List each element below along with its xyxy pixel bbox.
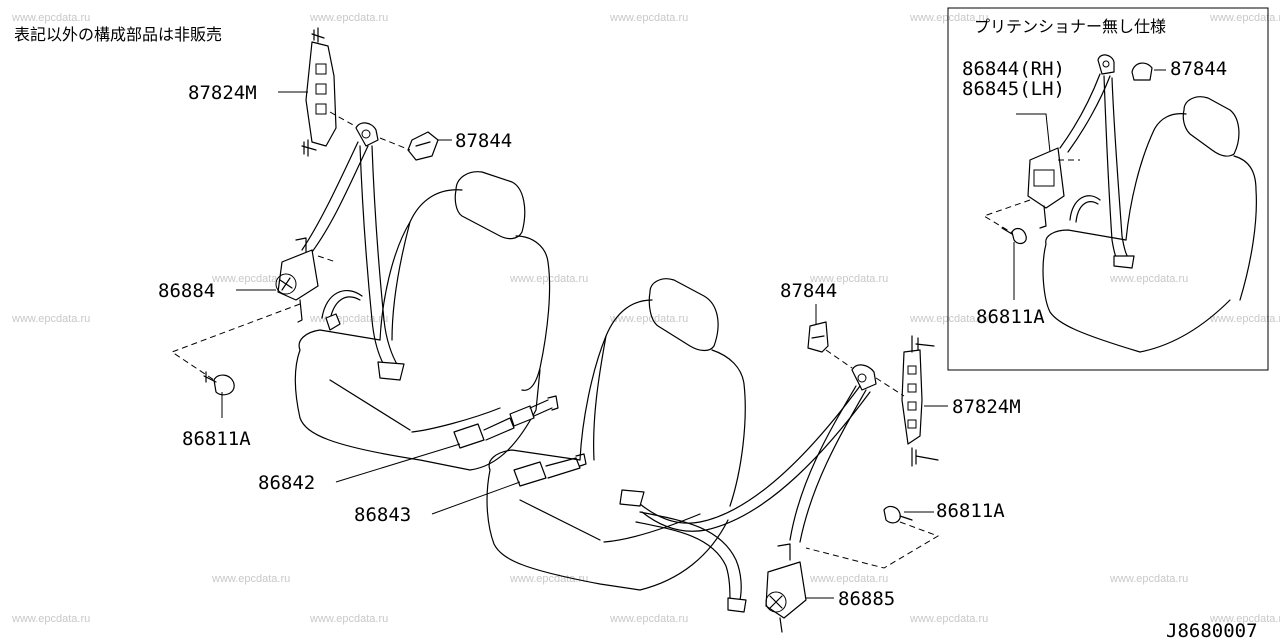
label-86843: 86843 [354,504,411,526]
watermark: www.epcdata.ru [609,12,688,24]
label-87844-top: 87844 [455,130,512,152]
right-seat [486,278,746,591]
watermark: www.epcdata.ru [309,313,388,325]
watermark: www.epcdata.ru [211,573,290,585]
label-inset-86811a: 86811A [976,306,1045,328]
watermark: www.epcdata.ru [1209,613,1280,625]
watermark: www.epcdata.ru [211,273,290,285]
watermark: www.epcdata.ru [11,313,90,325]
watermark: www.epcdata.ru [509,573,588,585]
watermark: www.epcdata.ru [509,273,588,285]
sales-note: 表記以外の構成部品は非販売 [14,25,222,44]
label-87844-mid: 87844 [780,280,837,302]
belt-guide-87844-mid [807,321,829,353]
inset-panel: プリテンショナー無し仕様 [947,7,1269,371]
belt-guide-87844-top [407,131,439,161]
label-86842: 86842 [258,472,315,494]
inset-title: プリテンショナー無し仕様 [974,17,1166,36]
watermark: www.epcdata.ru [11,12,90,24]
anchor-adjuster-87824m-right [901,335,939,467]
label-inset-86844: 86844(RH) [962,58,1065,80]
watermark: www.epcdata.ru [909,613,988,625]
watermark: www.epcdata.ru [609,313,688,325]
watermark: www.epcdata.ru [309,12,388,24]
left-seat-belt [301,122,405,381]
watermark: www.epcdata.ru [11,613,90,625]
watermark: www.epcdata.ru [909,313,988,325]
retractor-86885 [765,543,807,633]
buckle-86843 [513,453,587,487]
watermark: www.epcdata.ru [1109,573,1188,585]
right-seat-belt [619,364,877,613]
watermark: www.epcdata.ru [909,12,988,24]
anchor-adjuster-87824m-top [301,27,337,157]
watermark: www.epcdata.ru [1209,12,1280,24]
label-87824m-right: 87824M [952,396,1021,418]
label-inset-87844: 87844 [1170,58,1227,80]
watermark: www.epcdata.ru [309,613,388,625]
label-inset-86845: 86845(LH) [962,78,1065,100]
label-86884: 86884 [158,280,215,302]
buckle-86842 [453,395,559,449]
watermark: www.epcdata.ru [609,613,688,625]
label-86811a-left: 86811A [182,428,251,450]
watermark: www.epcdata.ru [809,573,888,585]
part-labels: 87824M 87844 86884 86811A 86842 86843 87… [158,58,1258,640]
label-86885: 86885 [838,588,895,610]
watermark: www.epcdata.ru [809,273,888,285]
watermark: www.epcdata.ru [1109,273,1188,285]
leader-lines [221,69,1166,599]
retractor-86884 [275,237,341,331]
bolt-86811a-right [883,505,913,524]
label-86811a-right: 86811A [936,500,1005,522]
watermark-layer: www.epcdata.ru www.epcdata.ru www.epcdat… [11,12,1280,625]
label-87824m-top: 87824M [188,82,257,104]
bolt-86811a-left [203,371,235,396]
watermark: www.epcdata.ru [1209,313,1280,325]
drawing-id: J8680007 [1166,620,1258,640]
